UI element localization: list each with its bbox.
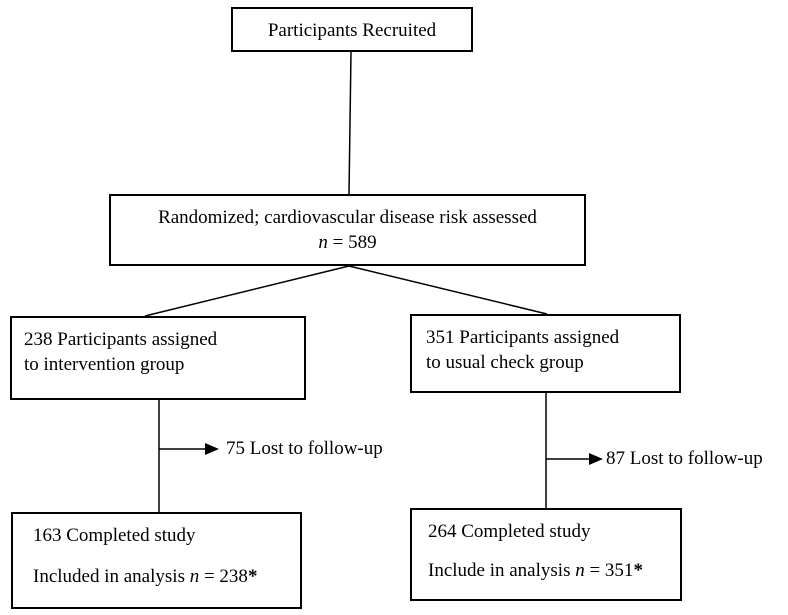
arrow-intervention-lost-head [205,443,219,455]
intervention-included-label: Included in analysis n = 238* [33,565,258,587]
usual-line1: 351 Participants assigned [426,327,620,348]
usual-box: 351 Participants assigned to usual check… [410,314,681,393]
randomized-line1: Randomized; cardiovascular disease risk … [158,207,537,228]
intervention-completed-label: 163 Completed study [33,525,196,546]
connector-randomized-to-usual [348,265,548,315]
intervention-completed-box: 163 Completed study Included in analysis… [11,512,302,609]
intervention-line2: to intervention group [24,353,185,375]
usual-lost-label: 87 Lost to follow-up [606,448,763,469]
usual-completed-label: 264 Completed study [428,521,591,542]
usual-completed-box: 264 Completed study Include in analysis … [410,508,682,601]
connector-recruited-to-randomized [348,51,352,195]
intervention-lost-label: 75 Lost to follow-up [226,438,383,459]
recruited-label: Participants Recruited [267,20,437,41]
intervention-line1: 238 Participants assigned [24,329,218,350]
randomized-box: Randomized; cardiovascular disease risk … [109,194,586,266]
randomized-n: n = 589 [318,231,377,253]
usual-included-label: Include in analysis n = 351* [428,559,643,581]
recruited-box: Participants Recruited [231,7,473,52]
arrow-usual-lost-head [589,453,603,465]
intervention-box: 238 Participants assigned to interventio… [10,316,306,400]
connector-randomized-to-intervention [144,265,350,317]
usual-line2: to usual check group [426,351,584,373]
